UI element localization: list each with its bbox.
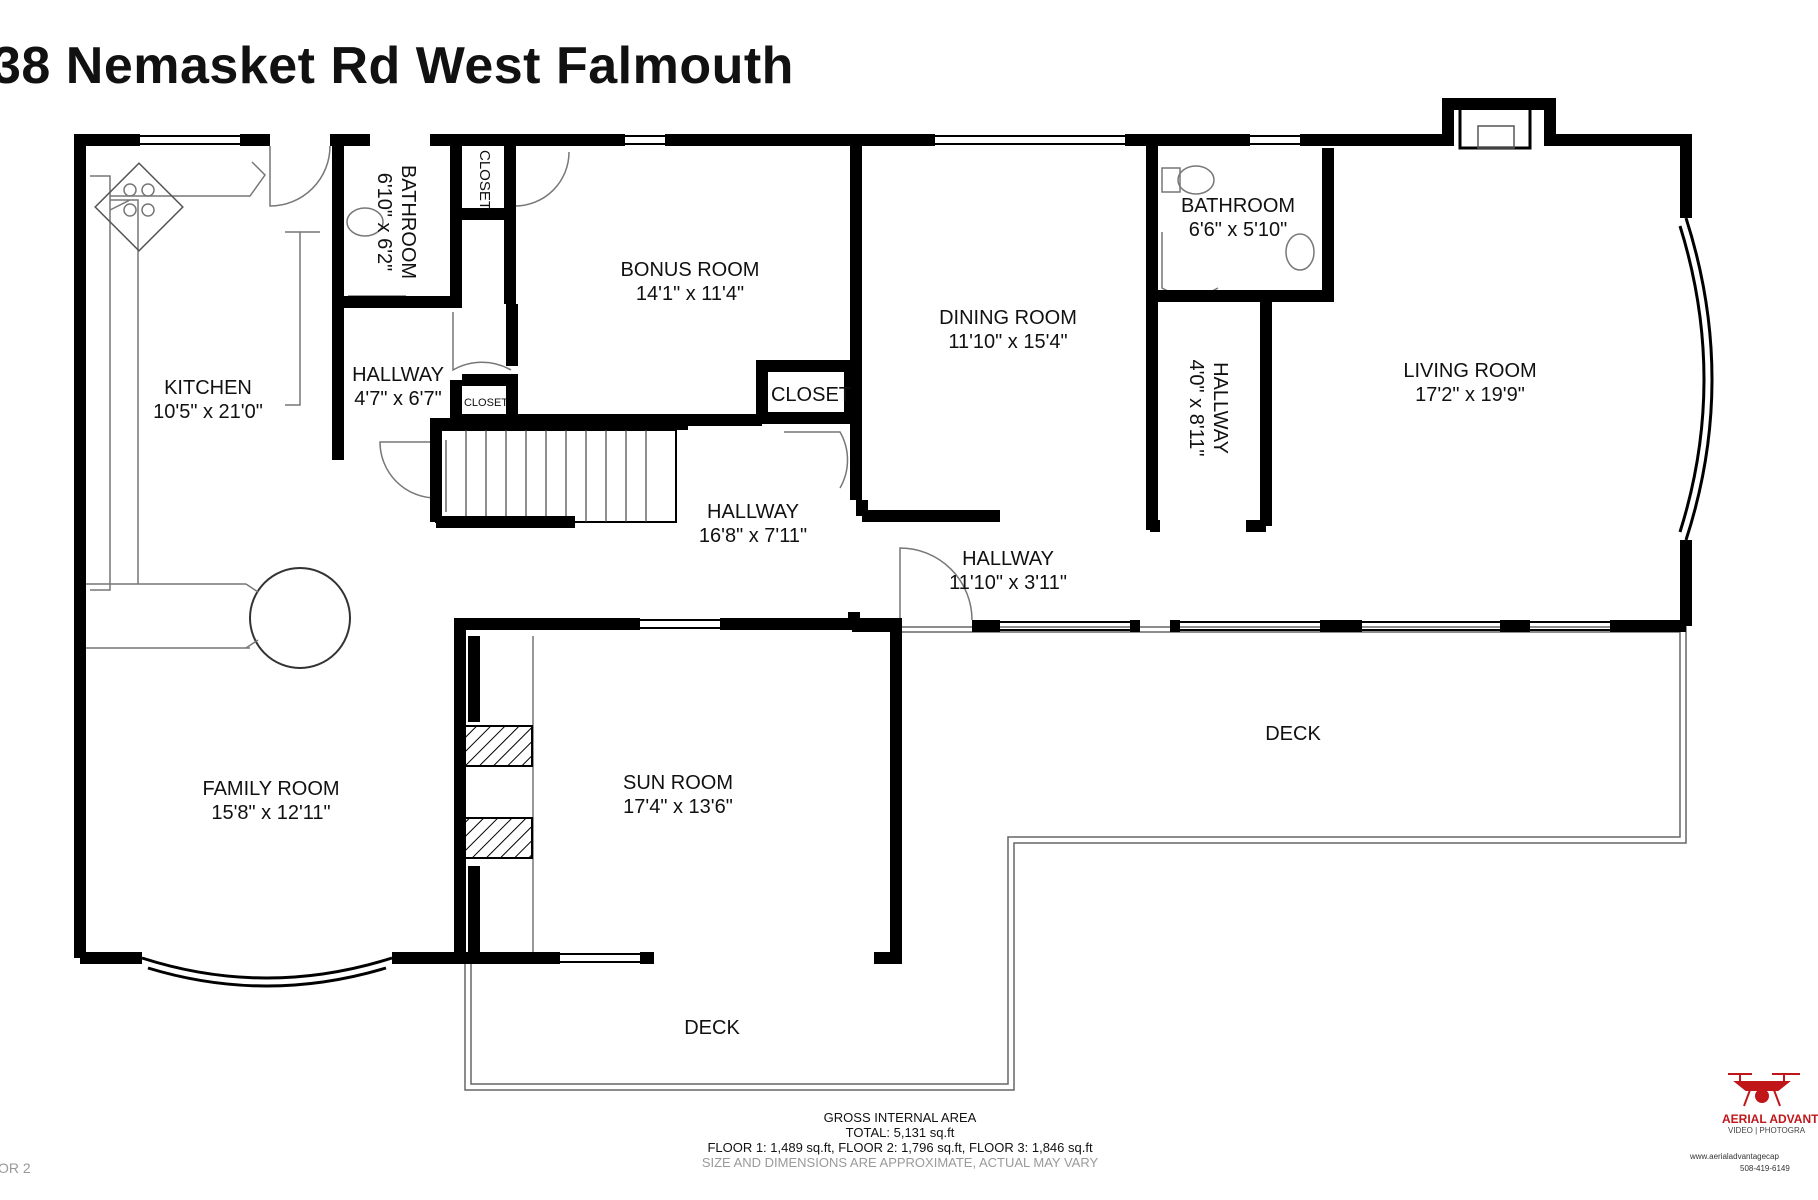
room-name: HALLWAY	[1209, 362, 1231, 454]
room-hallway-2: HALLWAY 4'0" x 8'11"	[1184, 359, 1232, 456]
logo-phone: 508-419-6149	[1740, 1164, 1790, 1173]
room-hallway-4: HALLWAY 11'10" x 3'11"	[949, 547, 1067, 595]
room-hallway-1: HALLWAY 4'7" x 6'7"	[352, 363, 444, 411]
room-bathroom-1: BATHROOM 6'10" x 6'2"	[372, 165, 420, 279]
room-name: HALLWAY	[707, 501, 799, 523]
room-dining: DINING ROOM 11'10" x 15'4"	[939, 306, 1077, 354]
room-name: HALLWAY	[962, 548, 1054, 570]
logo-sub: VIDEO | PHOTOGRA	[1728, 1126, 1806, 1135]
room-sun: SUN ROOM 17'4" x 13'6"	[623, 771, 733, 819]
area-floors: FLOOR 1: 1,489 sq.ft, FLOOR 2: 1,796 sq.…	[707, 1140, 1093, 1155]
room-name: LIVING ROOM	[1403, 360, 1537, 382]
room-dims: 4'0" x 8'11"	[1185, 359, 1207, 457]
deck-outlines	[464, 620, 1687, 1091]
room-name: KITCHEN	[164, 377, 252, 399]
room-deck-2: DECK	[684, 1016, 740, 1040]
walls	[74, 98, 1692, 964]
room-kitchen: KITCHEN 10'5" x 21'0"	[153, 376, 263, 424]
room-dims: 17'4" x 13'6"	[623, 796, 733, 818]
room-dims: 15'8" x 12'11"	[211, 802, 331, 824]
room-bonus: BONUS ROOM 14'1" x 11'4"	[621, 258, 760, 306]
room-dims: 17'2" x 19'9"	[1415, 384, 1525, 406]
area-total: TOTAL: 5,131 sq.ft	[845, 1125, 955, 1140]
room-dims: 10'5" x 21'0"	[153, 401, 263, 423]
room-dims: 11'10" x 15'4"	[948, 331, 1068, 353]
room-name: DINING ROOM	[939, 307, 1077, 329]
fixtures	[86, 102, 1532, 955]
room-closet-2: CLOSET	[464, 397, 508, 409]
hatch-block-upper	[459, 725, 533, 767]
company-logo: AERIAL ADVANT VIDEO | PHOTOGRA www.aeria…	[1690, 1068, 1818, 1198]
floor-label: OR 2	[0, 1160, 31, 1176]
area-disclaimer: SIZE AND DIMENSIONS ARE APPROXIMATE, ACT…	[701, 1155, 1099, 1170]
room-dims: 11'10" x 3'11"	[949, 572, 1067, 594]
room-name: CLOSET	[770, 384, 852, 406]
room-closet-1: CLOSET	[476, 149, 493, 211]
room-dims: 16'8" x 7'11"	[698, 525, 808, 547]
room-dims: 6'10" x 6'2"	[373, 172, 395, 272]
room-name: CLOSET	[476, 149, 493, 211]
room-hallway-3: HALLWAY 16'8" x 7'11"	[699, 500, 807, 548]
room-name: HALLWAY	[352, 364, 444, 386]
room-closet-3: CLOSET	[771, 383, 851, 407]
room-name: FAMILY ROOM	[202, 778, 340, 800]
bay-windows	[141, 217, 1714, 988]
area-heading: GROSS INTERNAL AREA	[823, 1110, 977, 1125]
drone-icon	[1728, 1073, 1800, 1107]
room-name: BATHROOM	[1180, 195, 1296, 217]
logo-website: www.aerialadvantagecap	[1690, 1152, 1779, 1161]
room-deck-1: DECK	[1265, 722, 1321, 746]
logo-brand: AERIAL ADVANT	[1722, 1112, 1818, 1126]
room-name: BONUS ROOM	[620, 259, 760, 281]
room-name: DECK	[1265, 723, 1321, 745]
room-dims: 14'1" x 11'4"	[635, 283, 745, 305]
room-living: LIVING ROOM 17'2" x 19'9"	[1403, 359, 1536, 407]
room-name: DECK	[684, 1017, 740, 1039]
room-family: FAMILY ROOM 15'8" x 12'11"	[202, 777, 339, 825]
hatch-block-lower	[459, 817, 533, 859]
room-name: SUN ROOM	[623, 772, 733, 794]
room-bathroom-2: BATHROOM 6'6" x 5'10"	[1181, 194, 1295, 242]
room-dims: 6'6" x 5'10"	[1188, 219, 1288, 241]
plan-title: 38 Nemasket Rd West Falmouth	[0, 37, 794, 95]
room-dims: 4'7" x 6'7"	[354, 388, 442, 410]
room-name: BATHROOM	[397, 164, 419, 280]
room-name: CLOSET	[463, 397, 509, 409]
window-lines	[75, 135, 1610, 963]
